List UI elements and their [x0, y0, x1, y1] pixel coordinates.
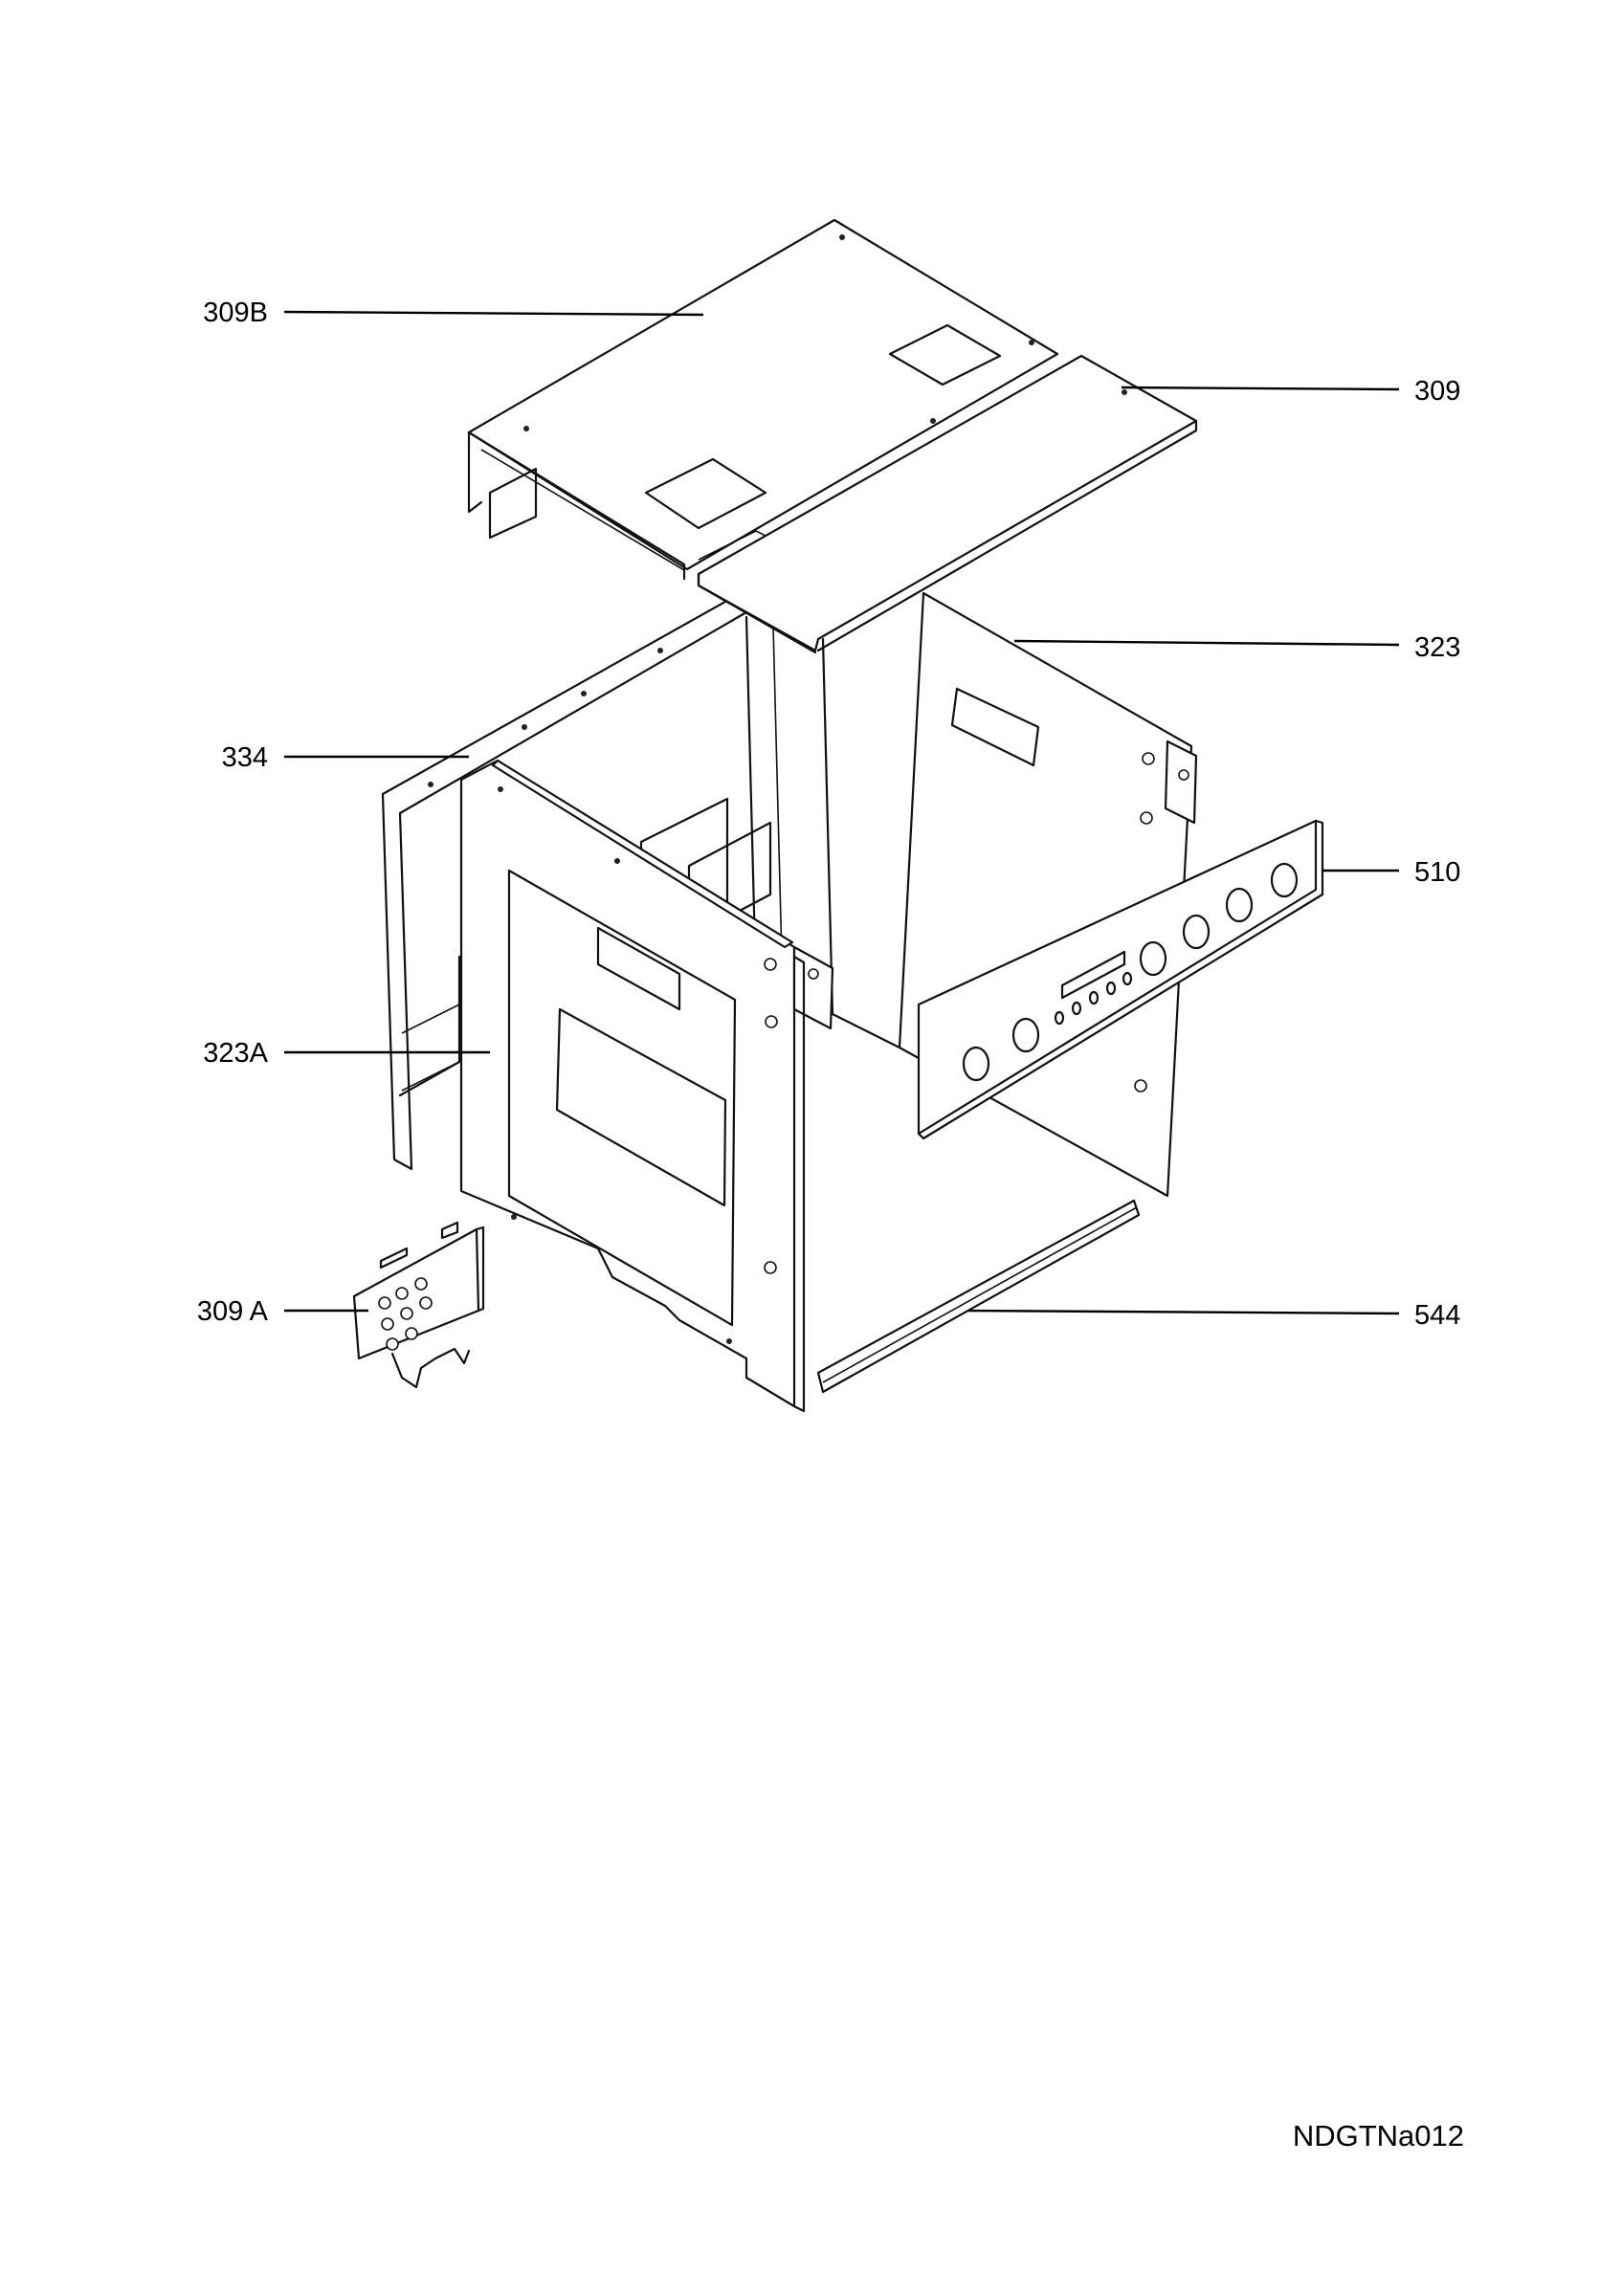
bottom-tray-544 — [816, 1199, 1141, 1394]
leader-lines — [283, 310, 1400, 1315]
callout-544: 544 — [1414, 1300, 1460, 1331]
top-cover-309 — [697, 354, 1198, 654]
callout-334: 334 — [222, 742, 268, 773]
control-panel-510 — [917, 819, 1324, 1140]
callout-labels: 309B 309 323 334 510 323A 309 A 544 — [197, 298, 1461, 1331]
callout-309A: 309 A — [197, 1296, 269, 1327]
callout-309: 309 — [1414, 376, 1460, 407]
callout-323: 323 — [1414, 632, 1460, 663]
callout-309B: 309B — [203, 298, 268, 328]
callout-510: 510 — [1414, 857, 1460, 888]
front-panel-323A — [459, 759, 834, 1413]
small-plate-309A — [352, 1221, 485, 1389]
callout-323A: 323A — [203, 1038, 268, 1069]
drawing-reference: NDGTNa012 — [1293, 2119, 1464, 2152]
